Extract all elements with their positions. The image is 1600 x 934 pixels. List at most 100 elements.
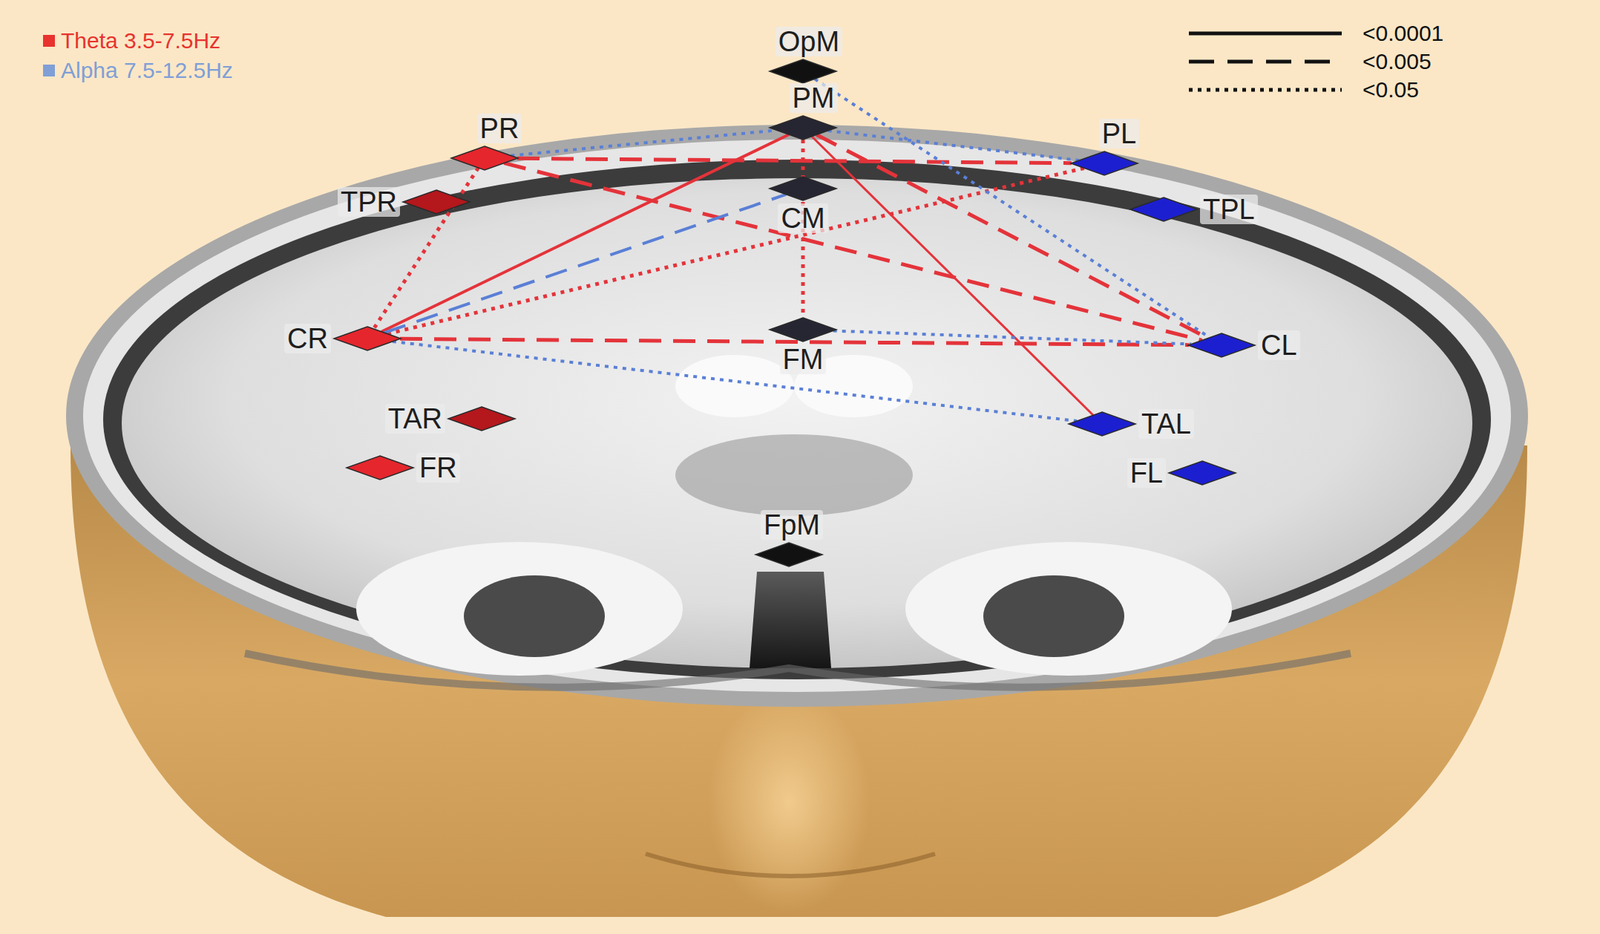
electrode-label: CR	[284, 323, 331, 354]
electrode-diamond: PM	[769, 115, 837, 140]
coherence-line	[387, 167, 1085, 334]
diamond-fill	[1070, 151, 1138, 176]
coherence-line	[828, 130, 1080, 161]
diamond-fill	[448, 406, 516, 431]
scalp	[66, 124, 1529, 707]
diamond-shape	[1130, 197, 1198, 222]
orbit	[463, 575, 605, 657]
electrode-diamond: CM	[769, 176, 837, 201]
diamond-fill	[755, 542, 823, 567]
electrode-diamond: FR	[346, 455, 414, 480]
diamond-fill	[346, 455, 414, 480]
electrode-label: PL	[1099, 118, 1140, 149]
legend-entry: <0.005	[1187, 50, 1432, 73]
diamond-shape	[1168, 460, 1236, 485]
electrode-label: FR	[416, 452, 461, 483]
diamond-fill	[769, 317, 837, 342]
electrode-label: CL	[1257, 330, 1301, 360]
nose-highlight	[707, 690, 871, 913]
electrode-label: TPR	[337, 187, 400, 217]
coherence-line	[833, 330, 1192, 345]
coherence-line	[392, 341, 1077, 421]
diamond-shape	[769, 115, 837, 140]
line-style-sample	[1187, 54, 1344, 70]
diamond-shape	[346, 455, 414, 480]
coherence-line	[381, 134, 789, 332]
skull-ring	[103, 159, 1491, 680]
electrode-label: OpM	[775, 26, 843, 57]
legend-entry: <0.0001	[1187, 22, 1444, 45]
electrode-diamond: PL	[1070, 151, 1138, 176]
coherence-line	[816, 134, 1208, 338]
diamond-fill	[769, 115, 837, 140]
electrode-diamond: FpM	[755, 542, 823, 567]
electrode-label: TPL	[1200, 194, 1258, 225]
coherence-line	[814, 78, 1210, 337]
slice-base	[244, 653, 1351, 688]
line-style-stroke	[1188, 60, 1342, 64]
electrode-diamond: CR	[333, 326, 401, 351]
legend-entry: <0.05	[1187, 78, 1419, 101]
electrode-diamond: TAR	[448, 406, 516, 431]
coherence-line	[384, 194, 786, 333]
electrode-diamond: TPL	[1130, 197, 1198, 222]
electrode-diamond: FM	[769, 317, 837, 342]
electrode-label: PR	[477, 113, 523, 144]
electrode-diamond: TAL	[1068, 411, 1136, 436]
legend-text: <0.005	[1362, 50, 1432, 73]
coherence-line	[503, 163, 1202, 341]
line-style-sample	[1187, 25, 1344, 41]
diamond-shape	[448, 406, 516, 431]
mouth	[645, 853, 936, 876]
electrode-diamond: OpM	[769, 59, 837, 84]
electrode-diamond: CL	[1188, 333, 1255, 357]
line-style-sample	[1187, 82, 1344, 98]
diamond-shape	[769, 59, 837, 84]
electrode-label: TAR	[385, 403, 446, 434]
diamond-shape	[755, 542, 823, 567]
line-style-stroke	[1188, 88, 1342, 93]
diamond-fill	[769, 176, 837, 201]
skull	[83, 139, 1511, 692]
legend-text: Theta 3.5-7.5Hz	[60, 29, 221, 52]
electrode-diamond: PR	[451, 146, 518, 170]
diamond-fill	[402, 189, 470, 214]
line-style-stroke	[1188, 31, 1342, 36]
electrode-label: FpM	[760, 509, 824, 540]
diamond-fill	[1168, 460, 1236, 485]
diamond-fill	[333, 326, 401, 351]
diamond-fill	[769, 59, 837, 84]
orbit	[983, 575, 1125, 657]
diamond-shape	[769, 317, 837, 342]
legend-swatch	[43, 64, 55, 77]
diamond-fill	[451, 146, 518, 170]
diamond-shape	[1070, 151, 1138, 176]
legend-entry: Alpha 7.5-12.5Hz	[43, 59, 234, 82]
orbit-ring	[905, 541, 1232, 676]
orbit-ring	[356, 541, 683, 676]
electrode-label: PM	[789, 83, 838, 113]
diamond-shape	[1068, 411, 1136, 436]
electrode-label: CM	[777, 203, 828, 234]
legend-text: <0.0001	[1362, 22, 1444, 45]
legend-text: Alpha 7.5-12.5Hz	[60, 59, 234, 82]
legend-swatch	[43, 34, 55, 47]
diamond-shape	[402, 189, 470, 214]
diamond-shape	[769, 176, 837, 201]
legend-entry: Theta 3.5-7.5Hz	[43, 29, 221, 52]
electrode-label: TAL	[1138, 408, 1195, 439]
coherence-line	[510, 129, 777, 156]
brainstem	[675, 434, 913, 516]
diamond-shape	[333, 326, 401, 351]
diamond-fill	[1130, 197, 1198, 222]
diamond-shape	[1188, 333, 1255, 357]
brain-slice	[121, 178, 1473, 668]
legend-text: <0.05	[1362, 78, 1419, 101]
coherence-line	[517, 158, 1072, 163]
electrode-label: FL	[1127, 457, 1166, 488]
diamond-shape	[451, 146, 518, 170]
